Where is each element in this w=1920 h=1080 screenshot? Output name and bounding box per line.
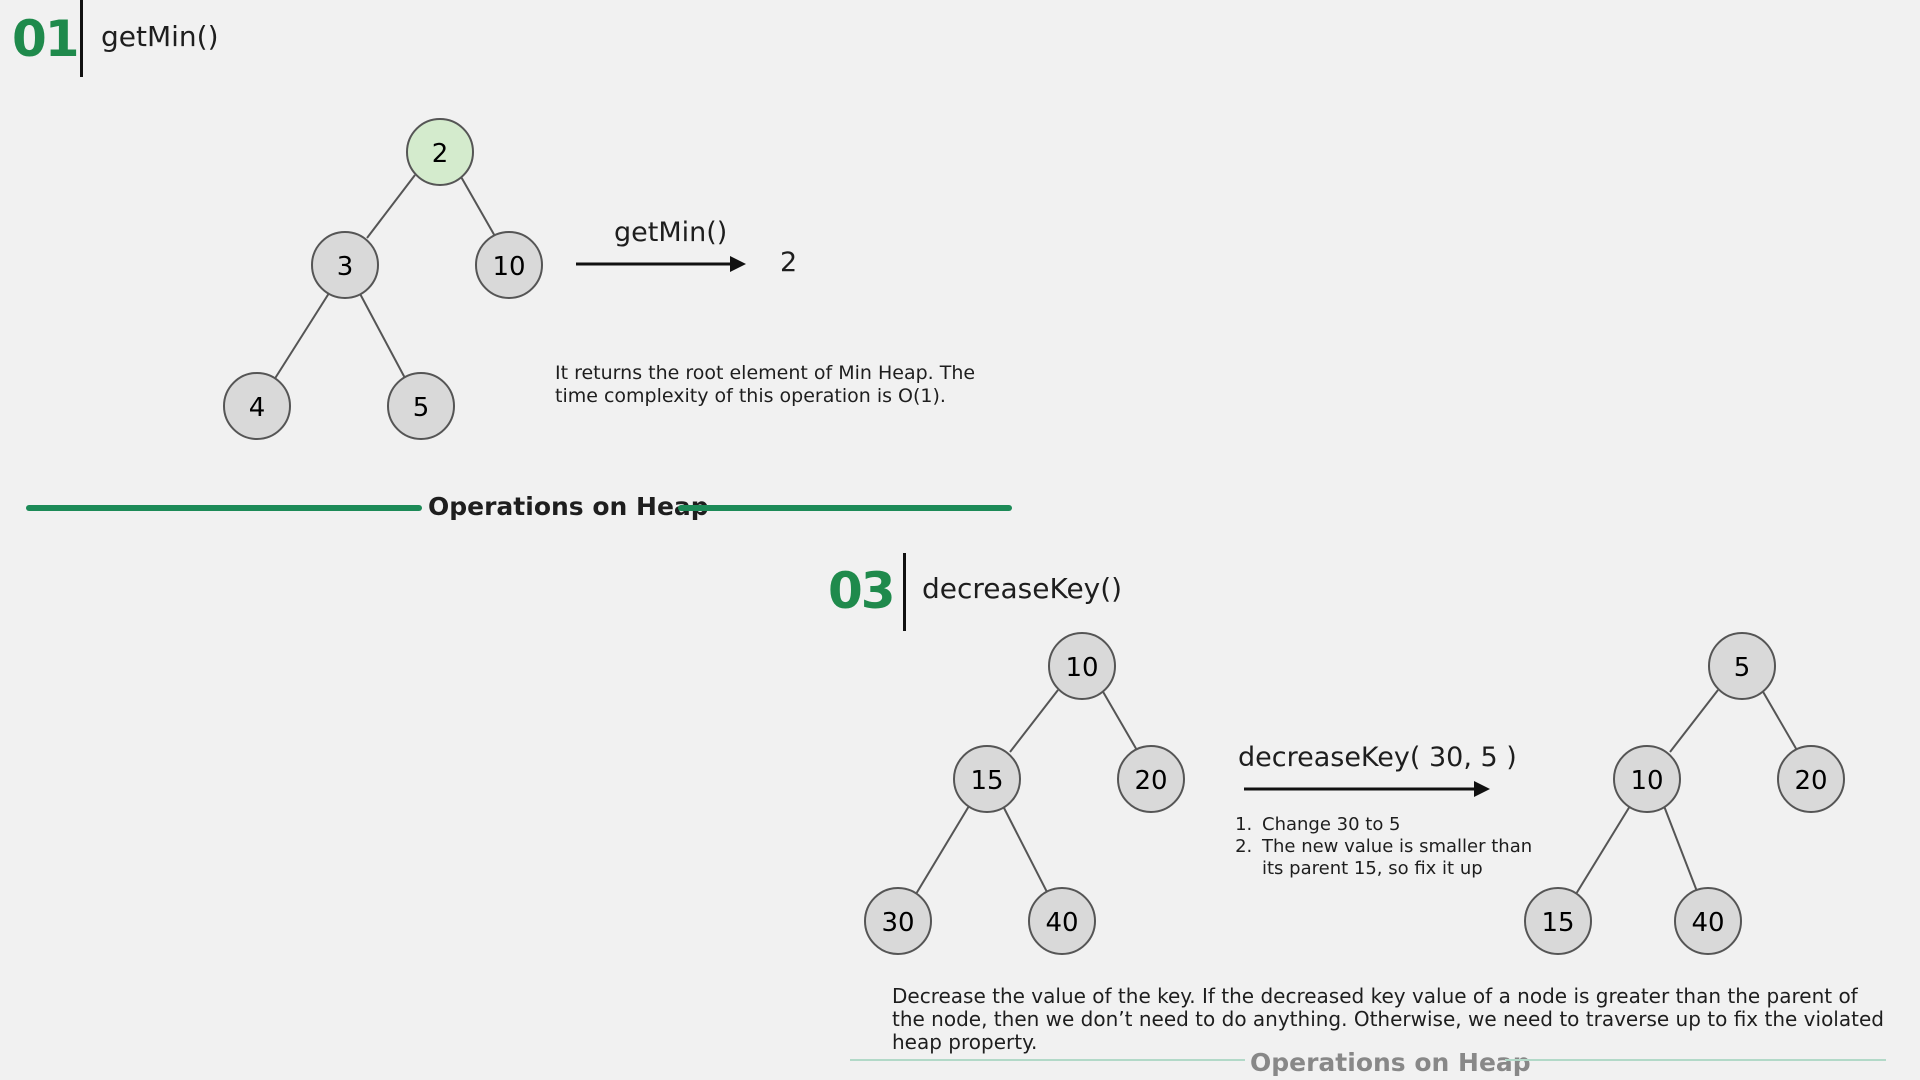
heap-node: 4 [223, 372, 291, 440]
heap-node: 10 [1613, 745, 1681, 813]
node-value: 40 [1045, 908, 1078, 938]
tree-edge [1669, 689, 1719, 753]
tree-edges [915, 689, 1139, 895]
node-value: 40 [1691, 908, 1724, 938]
node-value: 30 [881, 908, 914, 938]
node-value: 5 [413, 393, 430, 423]
tree-edge [357, 289, 407, 381]
tree-edge [1575, 805, 1631, 895]
operation-description: It returns the root element of Min Heap.… [555, 362, 976, 407]
tree-edge [1002, 805, 1049, 895]
heap-node: 40 [1028, 887, 1096, 955]
step-item: Change 30 to 5 [1258, 814, 1558, 836]
heap-node-changed: 30 [864, 887, 932, 955]
tree-edge [366, 174, 416, 239]
heap-node: 10 [475, 231, 543, 299]
heap-node: 20 [1117, 745, 1185, 813]
operation-result: 2 [780, 247, 798, 278]
tree-edge [273, 289, 332, 381]
tree-edges [1575, 689, 1799, 895]
step-item: The new value is smaller than its parent… [1258, 836, 1558, 880]
node-value: 3 [337, 252, 354, 282]
operation-label: getMin() [614, 217, 728, 248]
heap-node: 5 [387, 372, 455, 440]
heap-node: 3 [311, 231, 379, 299]
heap-node: 10 [1048, 632, 1116, 700]
node-value: 20 [1794, 766, 1827, 796]
divider-line-left [26, 505, 422, 511]
section-number: 01 [12, 10, 80, 68]
tree-edge [915, 805, 970, 895]
node-value: 5 [1734, 653, 1751, 683]
divider-line-right [1505, 1059, 1886, 1061]
heap-node: 15 [953, 745, 1021, 813]
heap-node: 20 [1777, 745, 1845, 813]
divider-label: Operations on Heap [428, 492, 709, 521]
node-value: 10 [492, 252, 525, 282]
divider-line-right [678, 505, 1012, 511]
operation-steps: Change 30 to 5 The new value is smaller … [1234, 814, 1558, 880]
section-header-divider [80, 0, 83, 77]
operation-label: decreaseKey( 30, 5 ) [1238, 742, 1517, 773]
divider-label: Operations on Heap [1250, 1048, 1531, 1077]
section-title: decreaseKey() [922, 572, 1123, 605]
tree-edge [1761, 689, 1799, 753]
tree-edge [1663, 805, 1699, 895]
tree-edges [273, 174, 497, 381]
node-value: 15 [970, 766, 1003, 796]
heap-node-root: 5 [1708, 632, 1776, 700]
heap-node: 40 [1674, 887, 1742, 955]
section-title: getMin() [101, 20, 219, 53]
node-value: 10 [1630, 766, 1663, 796]
tree-edge [459, 174, 497, 239]
section-number: 03 [828, 562, 896, 620]
heap-node-root: 2 [406, 118, 474, 186]
node-value: 10 [1065, 653, 1098, 683]
section-header-divider [903, 553, 906, 631]
heap-node: 15 [1524, 887, 1592, 955]
operation-arrow [1244, 781, 1490, 797]
node-value: 15 [1541, 908, 1574, 938]
node-value: 4 [249, 393, 266, 423]
node-value: 2 [432, 139, 449, 169]
tree-edge [1101, 689, 1139, 753]
operation-description: Decrease the value of the key. If the de… [892, 984, 1884, 1054]
operation-arrow [576, 256, 746, 272]
divider-line-left [850, 1059, 1245, 1061]
bottom-divider: Operations on Heap [850, 1048, 1886, 1080]
node-value: 20 [1134, 766, 1167, 796]
tree-edge [1009, 689, 1059, 753]
